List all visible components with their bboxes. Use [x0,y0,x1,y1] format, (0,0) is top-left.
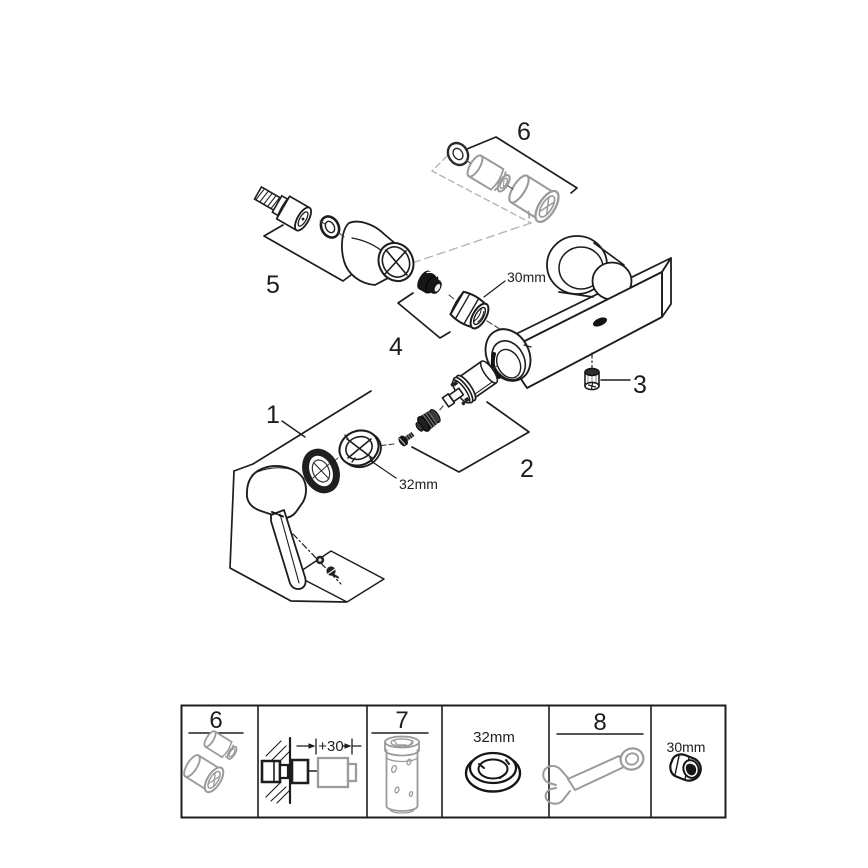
axis-line [376,365,498,447]
legend-panel-hex-nut: 30mm [667,739,706,782]
callout-leader-1 [281,420,306,438]
wrench-icon [542,747,645,805]
wall-hatching [265,740,291,804]
install-guide-dashed-box [431,155,532,224]
cartridge-housing [484,328,532,382]
screw-detail-box [294,550,385,603]
union-nut-icon [449,290,490,330]
group1-outline [229,390,372,603]
legend-panel-socket-tool: 7 [371,707,429,814]
extension-piece-icon [316,756,358,789]
group5-wall-union: 5 [253,186,415,299]
legend-number-6: 6 [209,707,222,734]
body-mark [523,344,532,348]
extension-dimension-label: +30 [318,738,343,755]
install-guide-dashed-line [414,222,532,263]
extension-dimension: +30 [296,738,362,755]
screw-axis-line [292,533,342,585]
cap-ring-cross [312,462,330,480]
legend-size-30mm: 30mm [667,739,706,755]
washer-icon [446,141,470,167]
check-valve-icon [203,730,238,760]
grommet-icon [417,270,442,294]
legend-strip: 6 [180,704,727,819]
screw-plug-icon [584,367,600,391]
wall-union-icon [260,758,319,785]
handle-screw-icon [398,431,415,447]
socket-cap-icon [183,754,225,794]
legend-number-7: 7 [395,707,408,734]
seal-washer-icon [319,215,341,239]
dimension-leader-30mm [483,280,506,298]
dimension-label-32mm: 32mm [399,476,438,492]
legend-number-8: 8 [593,709,606,736]
callout-label-5: 5 [266,271,280,299]
ring-nut-icon [464,751,522,793]
socket-tool-icon [384,735,420,814]
legend-panel-check-valves: 6 [183,707,244,794]
dimension-label-30mm: 30mm [507,269,546,285]
callout-bracket-5 [263,224,352,282]
group6-check-valves: 6 [414,118,578,263]
handle-lever-icon [246,465,307,590]
housing-thread [490,352,501,379]
callout-label-4: 4 [389,333,403,361]
legend-dividers [257,704,652,819]
socket-cap-icon [508,174,560,224]
callout-label-2: 2 [520,455,534,483]
axis-line [319,220,345,238]
legend-panel-extension: +30 [260,736,362,805]
dimension-leader-32mm [370,460,397,479]
group1-handle: 1 [229,390,438,603]
callout-label-3: 3 [633,371,647,399]
faucet-body: 3 [484,235,672,399]
legend-panel-wrench: 8 [542,709,645,805]
callout-bracket-2 [411,401,530,473]
shower-connection-side [558,242,625,298]
check-valve-icon [466,154,511,193]
axis-line [448,294,504,332]
callout-label-6: 6 [517,118,531,146]
escutcheon-icon [341,220,415,286]
threaded-union-icon [253,186,312,232]
ring-nut-icon [338,429,382,469]
legend-size-32mm: 32mm [473,729,515,746]
callout-bracket-4 [397,292,451,339]
group4-union-nut: 4 30mm [389,269,546,361]
callout-label-1: 1 [266,401,280,429]
adapter-nut-icon [415,409,441,432]
callout-bracket-6 [466,136,578,194]
group2-cartridge: 2 [376,360,534,483]
outlet-slot [592,317,608,327]
legend-panel-ring-nut: 32mm [464,729,522,793]
cartridge-icon [441,360,499,408]
handle-set-screws [315,555,339,579]
hex-nut-icon [669,753,702,782]
axis-line [465,159,514,190]
